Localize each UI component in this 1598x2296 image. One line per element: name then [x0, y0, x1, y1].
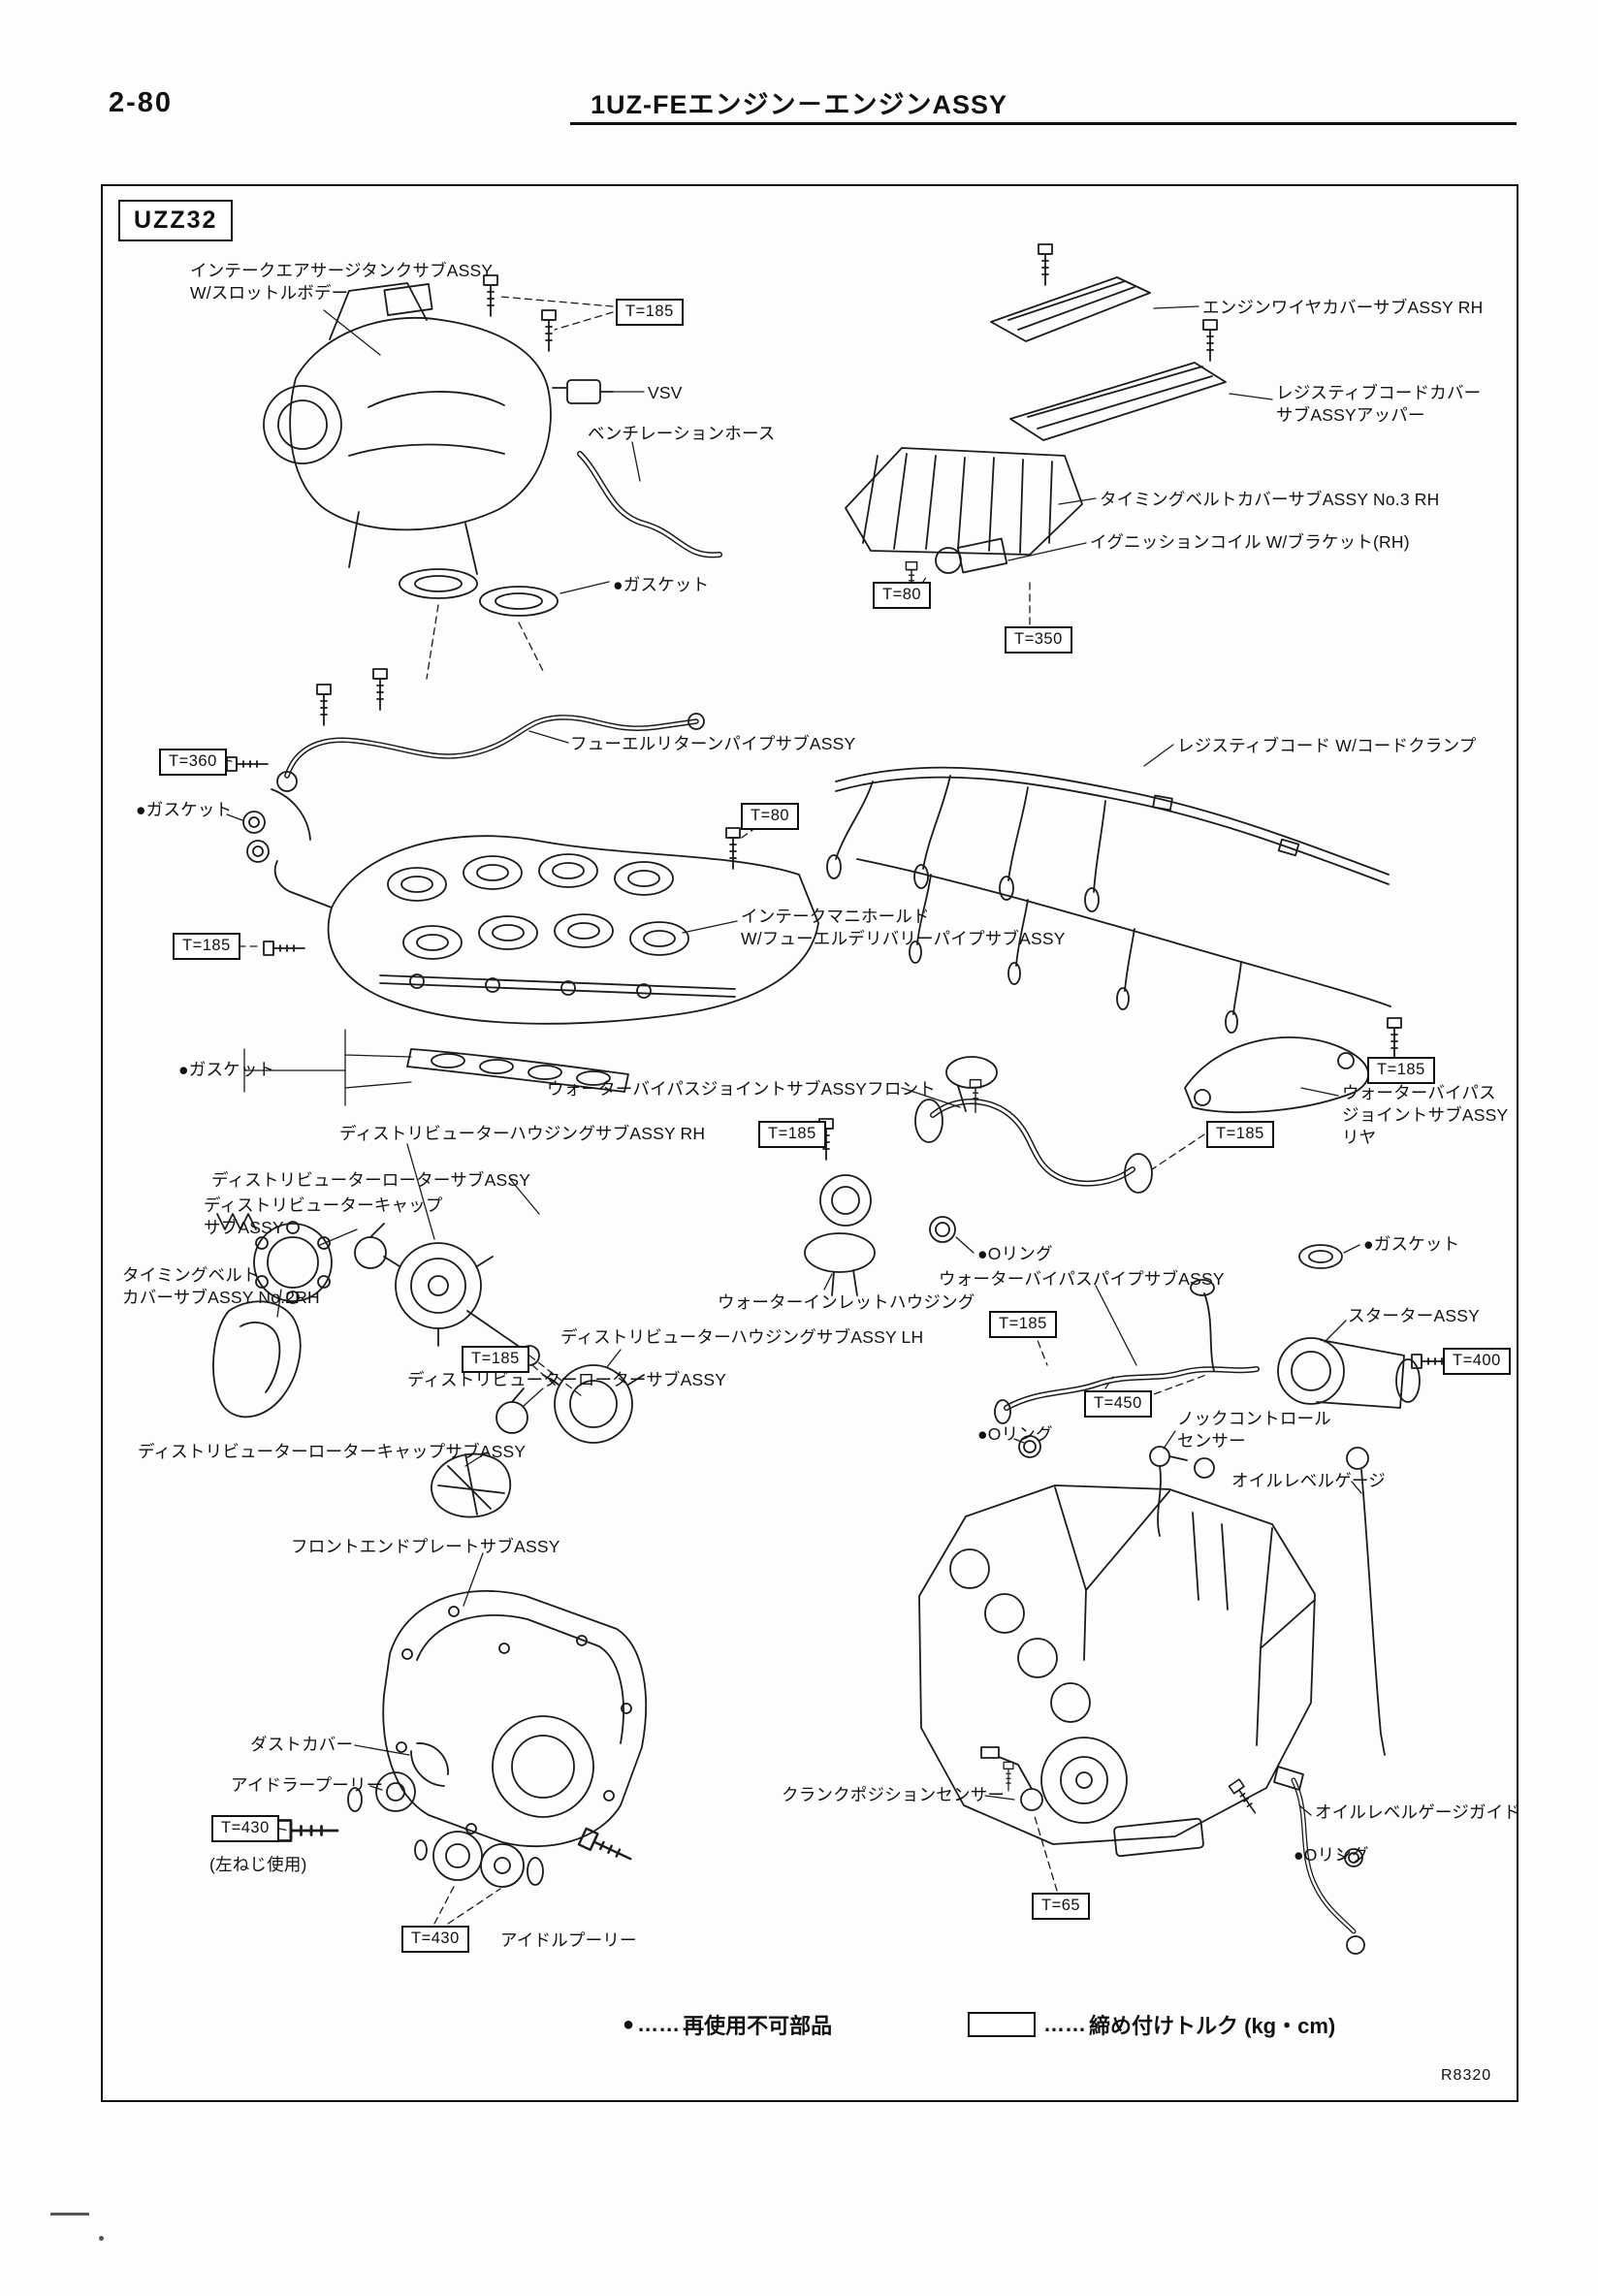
label-distributor-housing-rh: ディストリビューターハウジングサブASSY RH [339, 1124, 706, 1143]
engine-block-drawing [918, 1484, 1316, 1858]
label-ignition-coil: イグニッションコイル W/ブラケット(RH) [1090, 532, 1410, 552]
label-gasket-2: ●ガスケット [136, 800, 233, 819]
label-ventilation-hose: ベンチレーションホース [588, 424, 776, 443]
page-title: 1UZ-FEエンジン－エンジンASSY [590, 90, 1008, 119]
torque-callout: T=185 [1206, 1121, 1274, 1148]
wire-cover-drawing [845, 276, 1227, 574]
label-resistive-cord: レジスティブコード W/コードクランプ [1177, 736, 1477, 755]
legend-dots: …… [1043, 2012, 1086, 2036]
label-distributor-cap: ディストリビューターキャップ サブASSY [204, 1196, 443, 1238]
nonreusable-bullet-icon: ● [623, 2013, 635, 2035]
legend-nonreusable-text: 再使用不可部品 [683, 2014, 833, 2038]
torque-callout: T=350 [1005, 626, 1072, 654]
water-bypass-drawing [804, 1036, 1369, 1458]
label-intake-manifold: インテークマニホールド W/フューエルデリバリーパイプサブASSY [741, 907, 1066, 949]
label-o-ring-2: ●Oリング [977, 1424, 1053, 1444]
label-knock-control-sensor: ノックコントロール センサー [1177, 1409, 1331, 1451]
label-distributor-rotor-cap: ディストリビューターローターキャップサブASSY [138, 1442, 527, 1461]
label-oil-gauge-guide: オイルレベルゲージガイド [1315, 1802, 1521, 1822]
label-oil-level-gauge: オイルレベルゲージ [1231, 1471, 1386, 1490]
torque-callout: T=185 [1367, 1057, 1435, 1084]
label-o-ring-1: ●Oリング [977, 1244, 1053, 1263]
label-distributor-housing-lh: ディストリビューターハウジングサブASSY LH [560, 1327, 924, 1347]
legend-torque-text: 締め付けトルク (kg・cm) [1089, 2014, 1336, 2038]
diagram-frame [101, 184, 1518, 2102]
surge-tank-drawing [263, 282, 559, 680]
torque-callout: T=65 [1032, 1893, 1091, 1920]
fuel-return-pipe-drawing [242, 713, 705, 863]
label-gasket-4: ●ガスケット [1363, 1234, 1460, 1254]
label-o-ring-3: ●Oリング [1294, 1845, 1369, 1865]
label-left-thread-note: (左ねじ使用) [209, 1855, 307, 1874]
page-number: 2-80 [109, 87, 174, 118]
torque-callout: T=430 [401, 1926, 469, 1953]
label-starter-assy: スターターASSY [1348, 1306, 1480, 1325]
resistive-cord-drawing [826, 766, 1391, 1034]
label-gasket-3: ●ガスケット [178, 1060, 275, 1079]
label-distributor-rotor-1: ディストリビューターローターサブASSY [211, 1170, 531, 1190]
label-water-bypass-pipe: ウォーターバイパスパイプサブASSY [939, 1269, 1225, 1289]
label-engine-wire-cover: エンジンワイヤカバーサブASSY RH [1202, 298, 1484, 317]
label-idle-pulley: アイドルプーリー [500, 1930, 637, 1950]
vsv-hose-drawing [552, 379, 722, 558]
torque-callout: T=185 [989, 1311, 1057, 1338]
torque-callout: T=400 [1443, 1348, 1511, 1375]
distributor-drawing [212, 1213, 645, 1518]
label-crank-position-sensor: クランクポジションセンサー [782, 1785, 1006, 1804]
intake-manifold-drawing [273, 835, 819, 1093]
label-water-bypass-joint-rear: ウォーターバイパス ジョイントサブASSY リヤ [1342, 1083, 1509, 1148]
header-rule [570, 122, 1517, 125]
label-dust-cover: ダストカバー [250, 1735, 354, 1754]
figure-reference: R8320 [1441, 2067, 1492, 2084]
torque-callout: T=185 [462, 1346, 529, 1373]
label-front-end-plate: フロントエンドプレートサブASSY [291, 1537, 560, 1556]
torque-callout: T=185 [616, 299, 684, 326]
torque-callout: T=80 [873, 582, 932, 609]
label-water-inlet-housing: ウォーターインレットハウジング [718, 1292, 975, 1312]
page-bottom-dot [99, 2236, 104, 2241]
page-bottom-mark [50, 2213, 89, 2216]
torque-callout: T=450 [1084, 1390, 1152, 1418]
label-fuel-return-pipe: フューエルリターンパイプサブASSY [570, 734, 856, 753]
torque-callout: T=360 [159, 749, 227, 776]
label-vsv: VSV [648, 383, 683, 402]
model-badge: UZZ32 [118, 200, 234, 241]
torque-callout: T=185 [758, 1121, 826, 1148]
torque-box-icon [968, 2012, 1036, 2037]
legend-dots: …… [637, 2012, 681, 2036]
label-resistive-cord-cover: レジスティブコードカバー サブASSYアッパー [1276, 383, 1482, 426]
torque-callout: T=185 [173, 933, 240, 960]
label-idler-pulley: アイドラープーリー [231, 1775, 384, 1795]
label-intake-surge-tank: インテークエアサージタンクサブASSY W/スロットルボデー [190, 261, 494, 303]
label-timing-belt-cover-no3: タイミングベルトカバーサブASSY No.3 RH [1100, 490, 1440, 509]
torque-callout: T=430 [211, 1815, 279, 1842]
leader-lines [226, 305, 1362, 1859]
legend-nonreusable: ● …… 再使用不可部品 [623, 2009, 832, 2040]
label-distributor-rotor-2: ディストリビューターローターサブASSY [407, 1370, 727, 1389]
front-plate-drawing [347, 1589, 647, 1888]
legend-torque: …… 締め付けトルク (kg・cm) [968, 2009, 1335, 2040]
torque-callout: T=80 [741, 803, 800, 830]
label-water-bypass-joint-front: ウォーターバイパスジョイントサブASSYフロント [547, 1079, 936, 1099]
oil-gauge-drawing [1273, 1447, 1386, 1955]
starter-drawing [1149, 1337, 1421, 1537]
bolt-icons [226, 243, 1454, 1868]
label-timing-belt-cover-no2: タイミングベルト カバーサブASSY No.2RH [122, 1265, 320, 1308]
label-gasket-1: ●ガスケット [613, 575, 710, 594]
